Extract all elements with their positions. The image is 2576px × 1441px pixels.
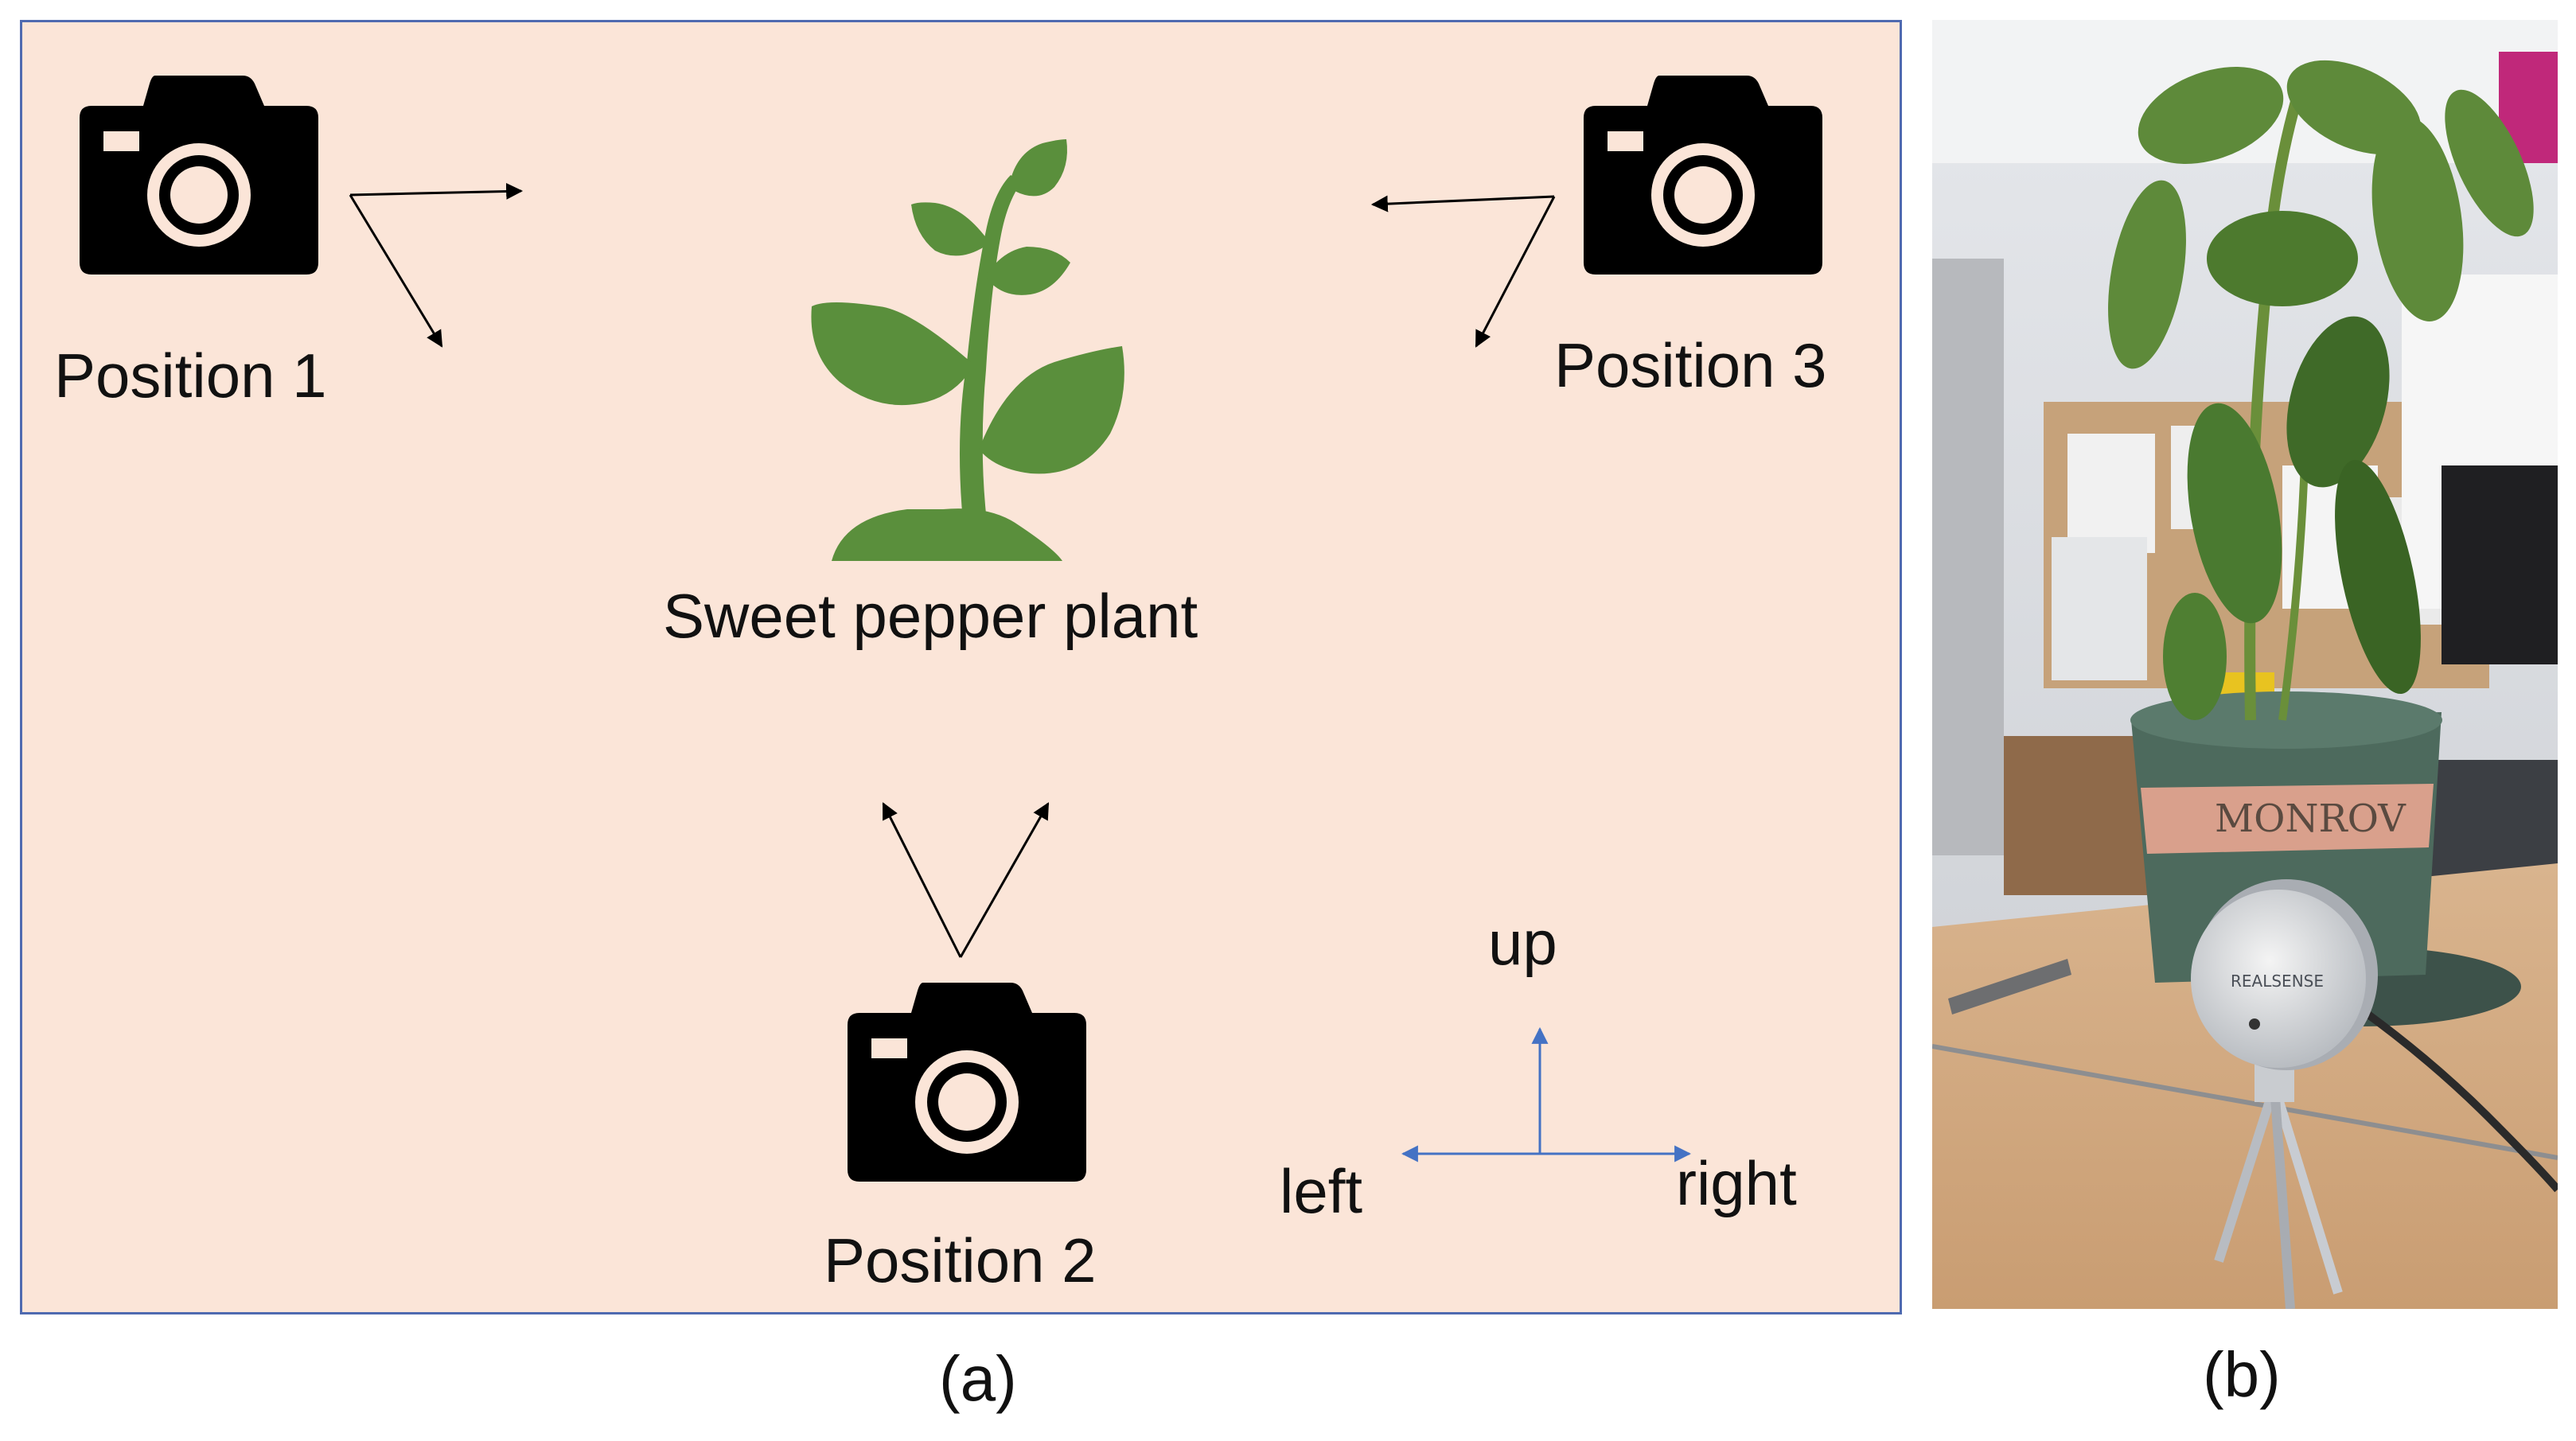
camera-label: Position 1	[54, 341, 327, 411]
caption-b: (b)	[2203, 1339, 2281, 1410]
depth-camera: REALSENSE	[2191, 879, 2558, 1309]
camera-3-view-arrows	[1370, 195, 1556, 348]
axis-label-up: up	[1488, 908, 1557, 978]
plant-label: Sweet pepper plant	[663, 581, 1198, 651]
direction-axes	[1401, 1026, 1692, 1163]
camera-icon	[848, 983, 1086, 1182]
camera-icon	[1584, 76, 1822, 275]
setup-photo: MONROV REALSENSE	[1932, 20, 2558, 1309]
camera-2-view-arrows	[882, 802, 1050, 958]
camera-label: Position 2	[824, 1225, 1097, 1295]
caption-a: (a)	[939, 1343, 1017, 1414]
camera-layout-diagram: Position 1 Position 3 Position 2 Sweet p…	[20, 20, 1902, 1314]
plant-icon	[811, 139, 1124, 561]
camera-1-view-arrows	[349, 182, 524, 348]
camera-icon	[80, 76, 318, 275]
axis-label-left: left	[1280, 1156, 1363, 1226]
camera-label: Position 3	[1554, 330, 1827, 400]
camera-brand-text: REALSENSE	[2231, 972, 2324, 991]
diagram-canvas	[80, 76, 1822, 1182]
axis-label-right: right	[1676, 1148, 1797, 1218]
pepper-plant-foliage	[2108, 60, 2534, 721]
photo-illustration: MONROV REALSENSE	[1932, 20, 2558, 1309]
pot-text: MONROV	[2215, 796, 2406, 841]
